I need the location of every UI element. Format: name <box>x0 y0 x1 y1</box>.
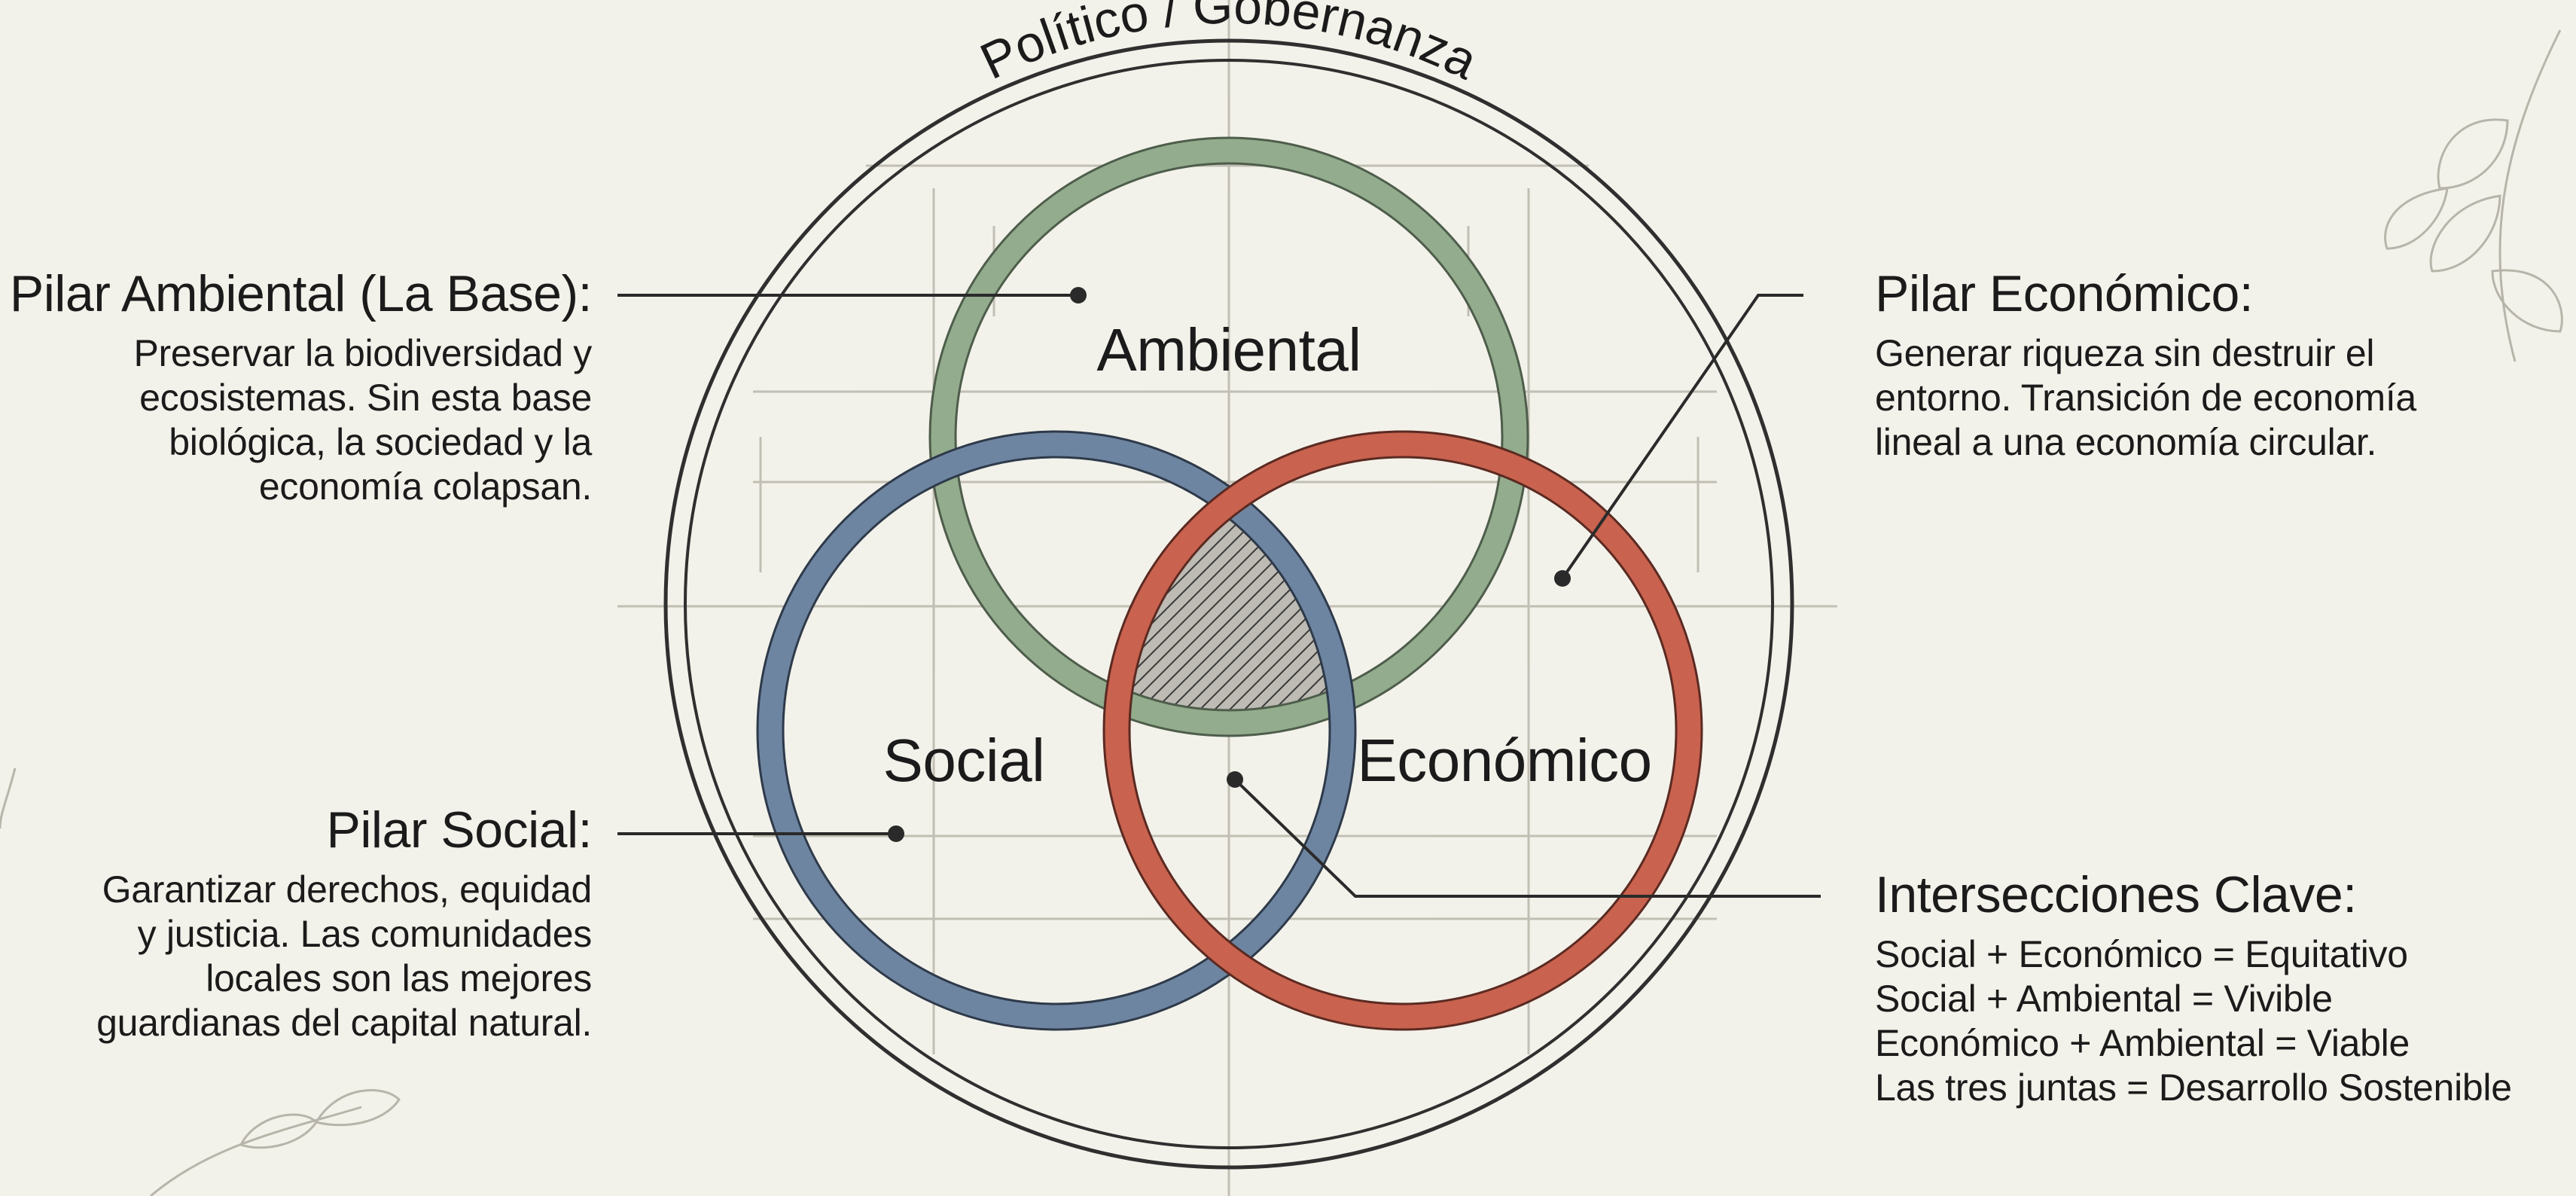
dot-economico <box>1554 570 1571 587</box>
dot-intersecciones <box>1227 771 1243 788</box>
circle-economico <box>1104 432 1702 1030</box>
circle-label-economico: Económico <box>1357 727 1652 794</box>
description-line: Generar riqueza sin destruir el <box>1875 331 2375 374</box>
description-line: ecosistemas. Sin esta base <box>139 376 592 419</box>
pillar-ambiental-description: Preservar la biodiversidad y ecosistemas… <box>10 331 592 509</box>
pillar-economico-title: Pilar Económico: <box>1875 265 2254 322</box>
description-line: entorno. Transición de economía <box>1875 376 2416 419</box>
intersection-item: Social + Económico = Equitativo <box>1875 932 2408 975</box>
outer-ring-inner <box>684 59 1774 1149</box>
circle-label-social: Social <box>883 727 1045 794</box>
description-line: economía colapsan. <box>258 465 592 508</box>
description-line: lineal a una economía circular. <box>1875 420 2377 463</box>
leaf-decoration-top-right <box>2384 29 2563 362</box>
intersecciones-block: Intersecciones Clave: Social + Económico… <box>1875 865 2512 1110</box>
description-line: locales son las mejores <box>206 956 592 999</box>
intersecciones-title: Intersecciones Clave: <box>1875 866 2357 923</box>
intersecciones-list: Social + Económico = Equitativo Social +… <box>1875 932 2512 1110</box>
pillar-economico-block: Pilar Económico: Generar riqueza sin des… <box>1875 264 2416 465</box>
circle-social <box>758 432 1355 1030</box>
pillar-ambiental-title: Pilar Ambiental (La Base): <box>9 265 593 322</box>
intersection-item: Las tres juntas = Desarrollo Sostenible <box>1875 1066 2512 1109</box>
pillar-social-description: Garantizar derechos, equidad y justicia.… <box>96 868 592 1045</box>
pillar-social-block: Pilar Social: Garantizar derechos, equid… <box>96 800 592 1045</box>
leader-intersecciones <box>1233 778 1821 898</box>
description-line: guardianas del capital natural. <box>96 1001 592 1044</box>
leader-dots <box>888 287 1571 842</box>
leader-lines <box>617 294 1821 898</box>
circle-ambiental <box>930 138 1528 736</box>
dot-social <box>888 825 904 842</box>
description-line: Garantizar derechos, equidad <box>102 868 593 911</box>
pillar-ambiental-block: Pilar Ambiental (La Base): Preservar la … <box>9 264 593 509</box>
leader-economico <box>1561 294 1803 580</box>
description-line: biológica, la sociedad y la <box>169 420 592 463</box>
description-line: y justicia. Las comunidades <box>137 912 593 955</box>
description-line: Preservar la biodiversidad y <box>133 331 592 374</box>
outer-ring-outer <box>663 38 1794 1170</box>
intersection-item: Económico + Ambiental = Viable <box>1875 1021 2410 1064</box>
circle-label-ambiental: Ambiental <box>1096 316 1361 383</box>
pillar-social-title: Pilar Social: <box>326 801 592 859</box>
pillar-economico-description: Generar riqueza sin destruir el entorno.… <box>1875 331 2416 465</box>
dot-ambiental <box>1070 287 1087 304</box>
intersection-item: Social + Ambiental = Vivible <box>1875 977 2333 1020</box>
leaf-decoration-bottom-left <box>0 767 401 1196</box>
